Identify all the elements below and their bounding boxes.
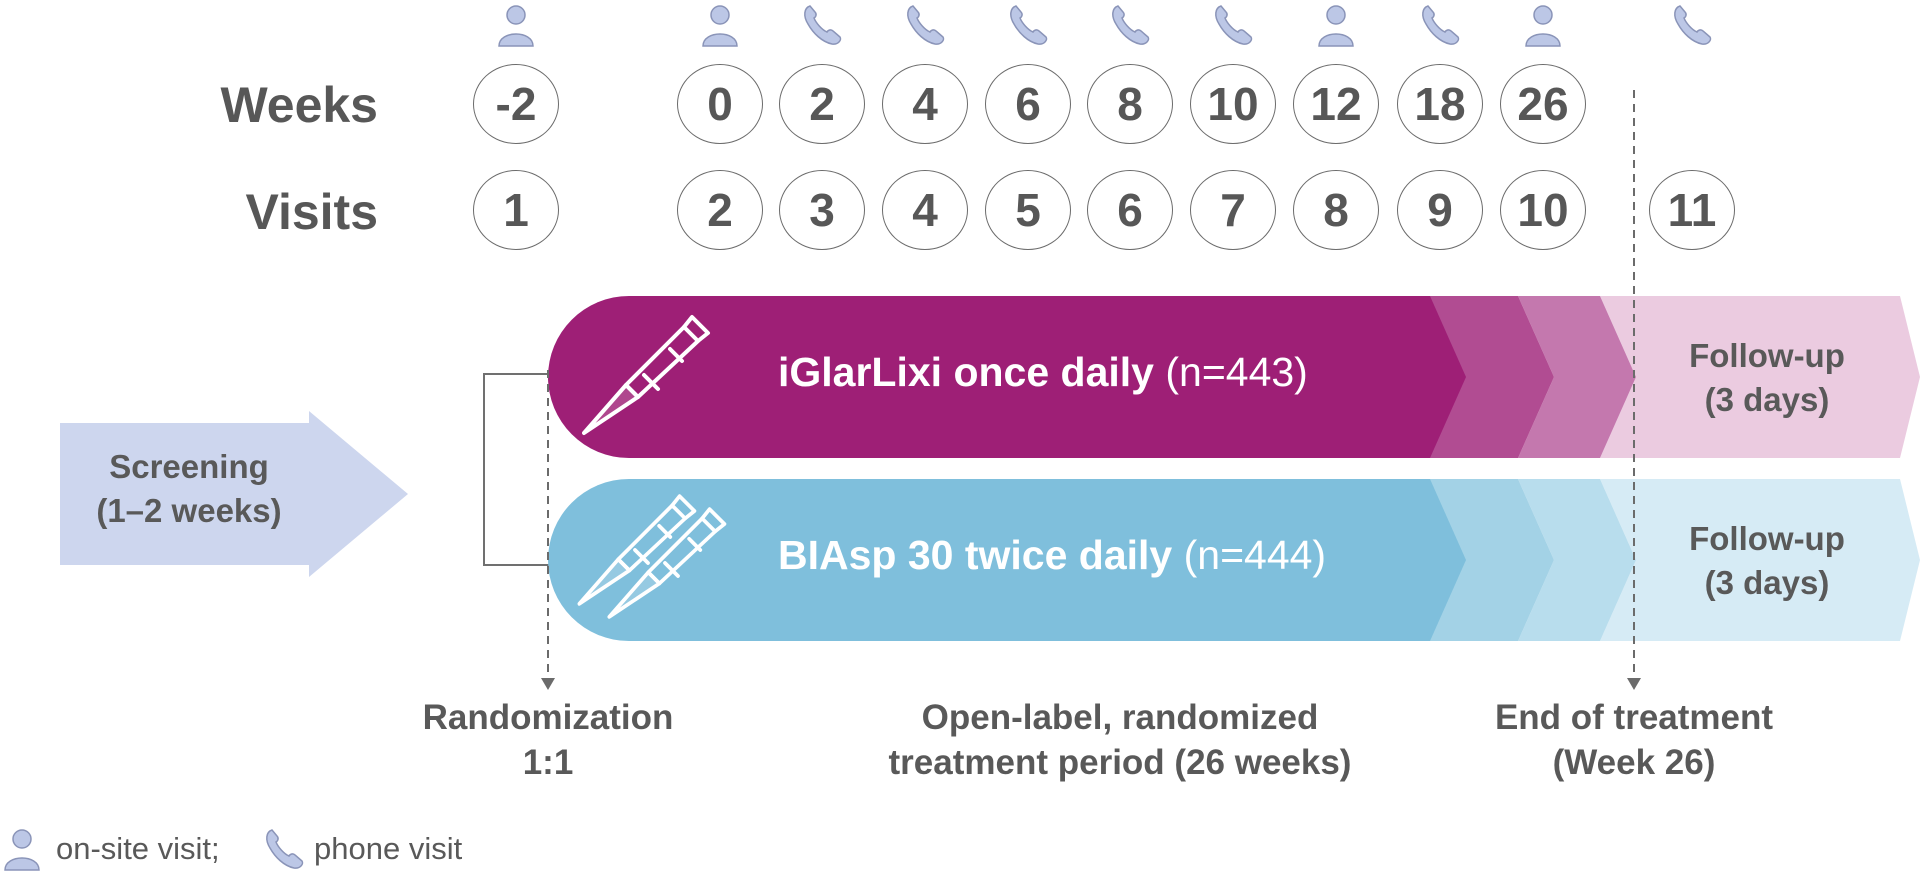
person-icon [0,826,44,872]
followup-line2: (3 days) [1704,564,1830,601]
person-icon [1521,2,1565,48]
randomization-dashed-arrow [541,370,555,690]
screening-line2: (1–2 weeks) [96,492,282,529]
phone-icon [903,2,947,48]
randomization-label: Randomization 1:1 [388,695,708,785]
legend-phone-text: phone visit [314,831,463,866]
visit-circle: 11 [1649,170,1735,250]
arm-iglarlixi-followup: Follow-up (3 days) [1657,334,1877,422]
visit-circle: 7 [1190,170,1276,250]
arm-biasp-followup: Follow-up (3 days) [1657,517,1877,605]
week-circle: 10 [1190,64,1276,144]
randomization-bracket [483,373,552,566]
person-icon [1314,2,1358,48]
arm-iglarlixi-bar [548,296,1920,458]
week-circle: 6 [985,64,1071,144]
end-of-treatment-dashed-arrow [1627,90,1641,690]
end-of-treatment-label: End of treatment (Week 26) [1464,695,1804,785]
screening-arrow [60,411,408,577]
week-circle: 8 [1087,64,1173,144]
phone-icon [1211,2,1255,48]
visit-circle: 8 [1293,170,1379,250]
week-circle: 12 [1293,64,1379,144]
visit-circle: 6 [1087,170,1173,250]
week-circle: 0 [677,64,763,144]
screening-line1: Screening [109,448,269,485]
randomization-line1: Randomization [422,698,674,737]
week-circle: 2 [779,64,865,144]
visit-circle: 5 [985,170,1071,250]
screening-label: Screening (1–2 weeks) [59,445,319,533]
arm-biasp-name: BIAsp 30 twice daily [778,532,1173,578]
treatment-period-label: Open-label, randomized treatment period … [840,695,1400,785]
followup-line1: Follow-up [1689,337,1845,374]
arm-biasp-bar [548,479,1920,641]
eot-line2: (Week 26) [1552,743,1716,782]
phone-icon [800,2,844,48]
visit-circle: 10 [1500,170,1586,250]
visit-circle: 9 [1397,170,1483,250]
arm-iglarlixi-label: iGlarLixi once daily (n=443) [778,349,1308,396]
visits-label: Visits [245,184,379,240]
visit-circle: 2 [677,170,763,250]
phone-icon [1006,2,1050,48]
week-circle: 26 [1500,64,1586,144]
arm-biasp-n: (n=444) [1183,532,1327,578]
person-icon [698,2,742,48]
weeks-label: Weeks [220,77,378,133]
period-line1: Open-label, randomized [921,698,1319,737]
phone-icon [1108,2,1152,48]
week-circle: -2 [473,64,559,144]
week-circle: 4 [882,64,968,144]
legend-onsite-text: on-site visit; [56,831,220,866]
arm-biasp-label: BIAsp 30 twice daily (n=444) [778,532,1326,579]
period-line2: treatment period (26 weeks) [888,743,1352,782]
visit-circle: 4 [882,170,968,250]
phone-icon [262,826,306,872]
eot-line1: End of treatment [1494,698,1774,737]
followup-line2: (3 days) [1704,381,1830,418]
randomization-ratio: 1:1 [522,743,574,782]
phone-icon [1418,2,1462,48]
arm-iglarlixi-n: (n=443) [1165,349,1308,395]
arm-iglarlixi-name: iGlarLixi once daily [778,349,1154,395]
person-icon [494,2,538,48]
phone-icon [1670,2,1714,48]
visit-circle: 1 [473,170,559,250]
followup-line1: Follow-up [1689,520,1845,557]
week-circle: 18 [1397,64,1483,144]
visit-circle: 3 [779,170,865,250]
